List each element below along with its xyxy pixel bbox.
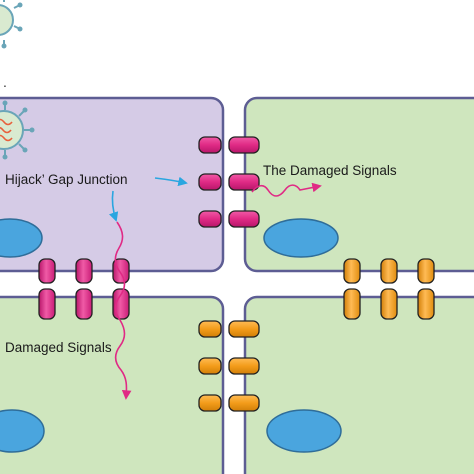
damaged-signals-label-right: The Damaged Signals bbox=[263, 163, 397, 178]
virus-icon-small bbox=[0, 0, 23, 49]
nucleus-bottom-left bbox=[0, 409, 45, 453]
nucleus-top-right bbox=[263, 218, 339, 258]
hijacked-gap-junction-3 bbox=[198, 210, 260, 228]
hijacked-gap-junction-2 bbox=[198, 173, 260, 191]
normal-gap-junction-4 bbox=[198, 320, 260, 338]
nucleus-bottom-right bbox=[266, 409, 342, 453]
hijack-gap-junction-label: Hijack’ Gap Junction bbox=[5, 172, 128, 187]
healthy-cell-bottom-left bbox=[0, 295, 225, 474]
pointer-arrow-right bbox=[154, 176, 188, 187]
normal-gap-junction-6 bbox=[198, 394, 260, 412]
hijacked-gap-junction-4 bbox=[38, 258, 56, 320]
small-mark: . bbox=[3, 74, 7, 90]
nucleus-infected bbox=[0, 218, 43, 258]
damaged-signal-arrow-right bbox=[251, 182, 322, 197]
normal-gap-junction-2 bbox=[380, 258, 398, 320]
normal-gap-junction-3 bbox=[417, 258, 435, 320]
damaged-signal-arrow-down bbox=[114, 221, 132, 400]
hijacked-gap-junction-1 bbox=[198, 136, 260, 154]
damaged-signals-label-left: Damaged Signals bbox=[5, 340, 112, 355]
virus-icon bbox=[0, 100, 35, 160]
normal-gap-junction-1 bbox=[343, 258, 361, 320]
infected-cell bbox=[0, 96, 225, 273]
normal-gap-junction-5 bbox=[198, 357, 260, 375]
pointer-arrow-down bbox=[109, 190, 119, 222]
hijacked-gap-junction-5 bbox=[75, 258, 93, 320]
